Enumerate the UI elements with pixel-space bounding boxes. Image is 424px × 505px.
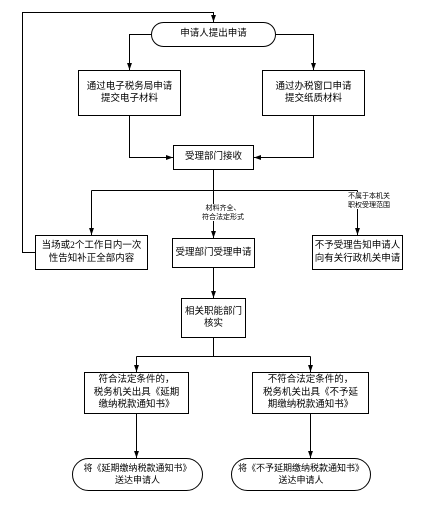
accept-label: 受理部门受理申请 — [175, 247, 252, 258]
window-to-receive-arrow — [254, 116, 314, 160]
receive-node: 受理部门接收 — [173, 145, 254, 170]
online-apply-label: 通过电子税务局申请 提交电子材料 — [86, 81, 173, 104]
start-node: 申请人提出申请 — [151, 22, 276, 47]
deny-label: 不符合法定条件的， 税务机关出具《不予延 期缴纳税款通知书》 — [262, 375, 358, 411]
reject-label: 不予受理告知申请人 向有关行政机关申请 — [314, 241, 401, 264]
online-to-receive-arrow — [129, 116, 173, 160]
deliver-deny-node: 将《不予延期缴纳税款通知书》 送达申请人 — [231, 458, 371, 491]
online-apply-node: 通过电子税务局申请 提交电子材料 — [78, 70, 181, 116]
verify-node: 相关职能部门 核实 — [181, 298, 246, 338]
approve-node: 符合法定条件的， 税务机关出具《延期 缴纳税款通知书》 — [84, 372, 189, 414]
supplement-label: 当场或2个工作日内一次 性告知补正全部内容 — [41, 241, 142, 264]
deliver-approve-label: 将《延期缴纳税款通知书》 送达申请人 — [83, 462, 192, 485]
deliver-approve-node: 将《延期缴纳税款通知书》 送达申请人 — [72, 458, 203, 491]
window-apply-node: 通过办税窗口申请 提交纸质材料 — [262, 70, 365, 116]
verify-label: 相关职能部门 核实 — [184, 306, 242, 329]
accept-condition-label: 材料齐全、 符合法定形式 — [200, 204, 246, 221]
window-apply-label: 通过办税窗口申请 提交纸质材料 — [275, 81, 352, 104]
accept-node: 受理部门受理申请 — [172, 238, 255, 268]
deliver-deny-label: 将《不予延期缴纳税款通知书》 送达申请人 — [237, 462, 364, 485]
supplement-node: 当场或2个工作日内一次 性告知补正全部内容 — [35, 235, 148, 270]
start-node-label: 申请人提出申请 — [180, 29, 247, 40]
reject-node: 不予受理告知申请人 向有关行政机关申请 — [312, 235, 403, 270]
start-to-window-arrow — [276, 34, 316, 70]
approve-label: 符合法定条件的， 税务机关出具《延期 缴纳税款通知书》 — [93, 375, 180, 411]
receive-label: 受理部门接收 — [184, 152, 242, 163]
deny-node: 不符合法定条件的， 税务机关出具《不予延 期缴纳税款通知书》 — [252, 372, 369, 414]
reject-condition-label: 不属于本机关 职权受理范围 — [347, 192, 391, 209]
start-to-online-arrow — [127, 34, 151, 70]
feedback-loop-arrow — [22, 12, 216, 253]
